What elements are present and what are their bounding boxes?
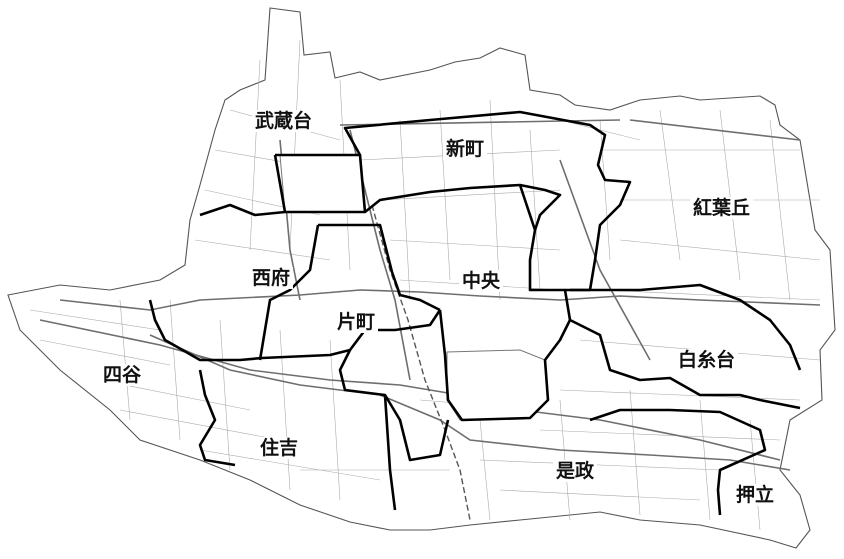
city-outline xyxy=(7,7,836,549)
district-label-momijigaoka: 紅葉丘 xyxy=(690,197,754,219)
district-label-sumiyoshi: 住吉 xyxy=(257,437,302,459)
district-label-chuo: 中央 xyxy=(459,270,504,292)
district-label-musashidai: 武蔵台 xyxy=(252,110,316,132)
facility-block xyxy=(279,154,366,213)
district-label-shiraitodai: 白糸台 xyxy=(675,349,739,371)
district-label-shinmachi: 新町 xyxy=(443,138,488,160)
racecourse-block xyxy=(446,349,549,421)
railway-line xyxy=(371,204,471,521)
district-label-koremasa: 是政 xyxy=(553,460,598,482)
district-boundaries xyxy=(148,110,802,516)
district-label-yotsuya: 四谷 xyxy=(100,364,145,386)
district-label-oshitate: 押立 xyxy=(733,484,778,506)
district-label-katamachi: 片町 xyxy=(334,311,379,333)
district-label-nishifu: 西府 xyxy=(249,267,294,289)
